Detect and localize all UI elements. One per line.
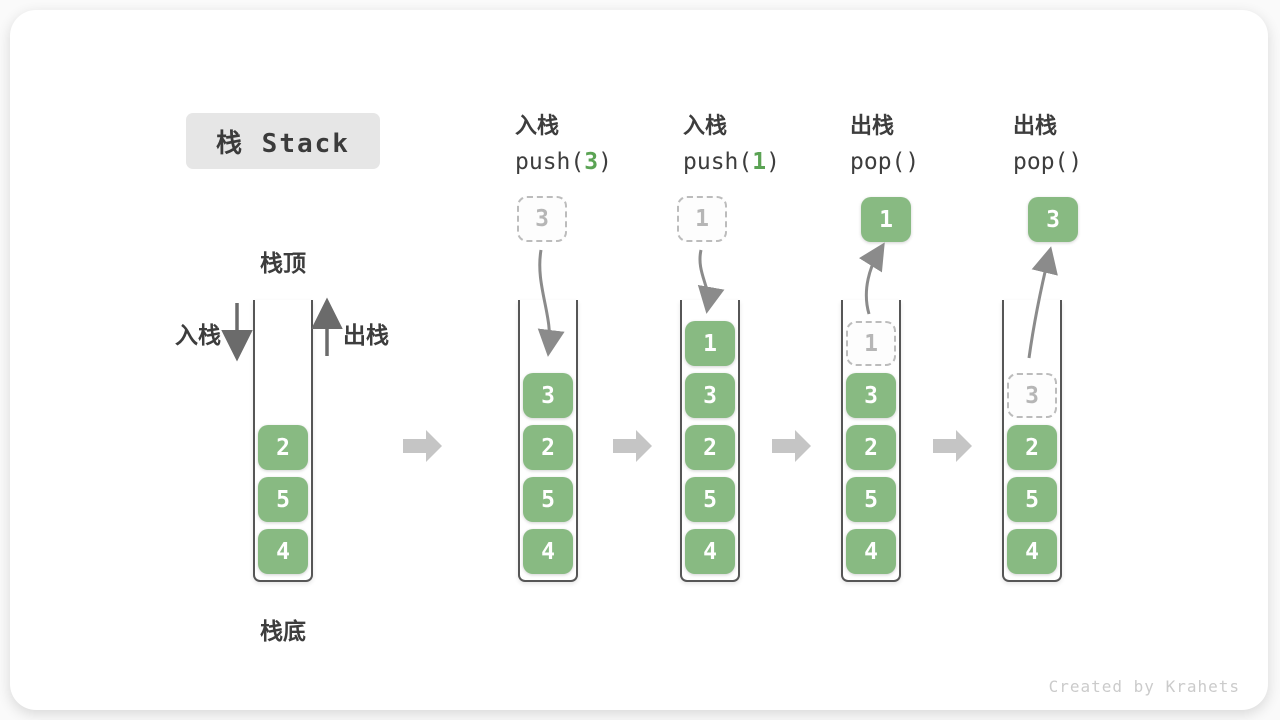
step-header-push-3: 入栈 push(3) — [515, 108, 612, 175]
code-post: ) — [905, 149, 920, 175]
step-arrow-icon — [772, 430, 811, 462]
step-arrow-icon — [933, 430, 972, 462]
watermark: Created by Krahets — [1048, 677, 1240, 696]
popped-value-box: 3 — [1028, 197, 1078, 242]
stack-top-label: 栈顶 — [260, 251, 306, 277]
push-direction-label: 入栈 — [175, 323, 221, 349]
push-motion-arrow-icon — [697, 249, 725, 314]
stack-block: 3 — [685, 373, 735, 418]
code-arg: 3 — [584, 149, 599, 175]
stack-block: 5 — [685, 477, 735, 522]
code-pre: pop( — [850, 149, 906, 175]
step-code-label: pop() — [1013, 149, 1082, 175]
step-op-label: 入栈 — [683, 114, 728, 139]
title-badge: 栈 Stack — [186, 113, 380, 169]
step-header-push-1: 入栈 push(1) — [683, 108, 780, 175]
step-code-label: push(3) — [515, 149, 612, 175]
stack-block: 4 — [258, 529, 308, 574]
stack-block: 5 — [258, 477, 308, 522]
incoming-value-box: 3 — [517, 196, 567, 242]
stack-block: 4 — [846, 529, 896, 574]
code-post: ) — [598, 149, 612, 175]
stack-block: 4 — [685, 529, 735, 574]
step-header-pop-3: 出栈 pop() — [1013, 108, 1082, 175]
step-op-label: 入栈 — [515, 114, 560, 139]
stack-block-ghost: 3 — [1007, 373, 1057, 418]
step-arrow-icon — [403, 430, 442, 462]
stack-block: 4 — [523, 529, 573, 574]
popped-value-box: 1 — [861, 197, 911, 242]
diagram-card: 栈 Stack 栈顶 栈底 入栈 出栈 入栈 push(3) 入栈 push(1… — [10, 10, 1268, 710]
stack-block: 3 — [523, 373, 573, 418]
step-op-label: 出栈 — [1013, 114, 1058, 139]
stack-block: 2 — [1007, 425, 1057, 470]
step-code-label: pop() — [850, 149, 919, 175]
step-header-pop-1: 出栈 pop() — [850, 108, 919, 175]
stack-block: 2 — [846, 425, 896, 470]
stack-block-ghost: 1 — [846, 321, 896, 366]
stack-block: 2 — [523, 425, 573, 470]
stack-block: 2 — [685, 425, 735, 470]
step-code-label: push(1) — [683, 149, 780, 175]
stack-block: 3 — [846, 373, 896, 418]
pop-direction-label: 出栈 — [343, 323, 389, 349]
incoming-value-box: 1 — [677, 196, 727, 242]
code-post: ) — [1068, 149, 1083, 175]
stack-block: 5 — [846, 477, 896, 522]
stack-block: 4 — [1007, 529, 1057, 574]
step-arrow-icon — [613, 430, 652, 462]
title-text: 栈 Stack — [216, 128, 350, 159]
code-post: ) — [766, 149, 780, 175]
stack-block: 5 — [1007, 477, 1057, 522]
stack-bottom-label: 栈底 — [260, 619, 306, 645]
code-arg: 1 — [752, 149, 767, 175]
code-pre: pop( — [1013, 149, 1069, 175]
stack-block: 1 — [685, 321, 735, 366]
stack-block: 2 — [258, 425, 308, 470]
code-pre: push( — [683, 149, 753, 175]
step-op-label: 出栈 — [850, 114, 895, 139]
code-pre: push( — [515, 149, 585, 175]
stack-block: 5 — [523, 477, 573, 522]
